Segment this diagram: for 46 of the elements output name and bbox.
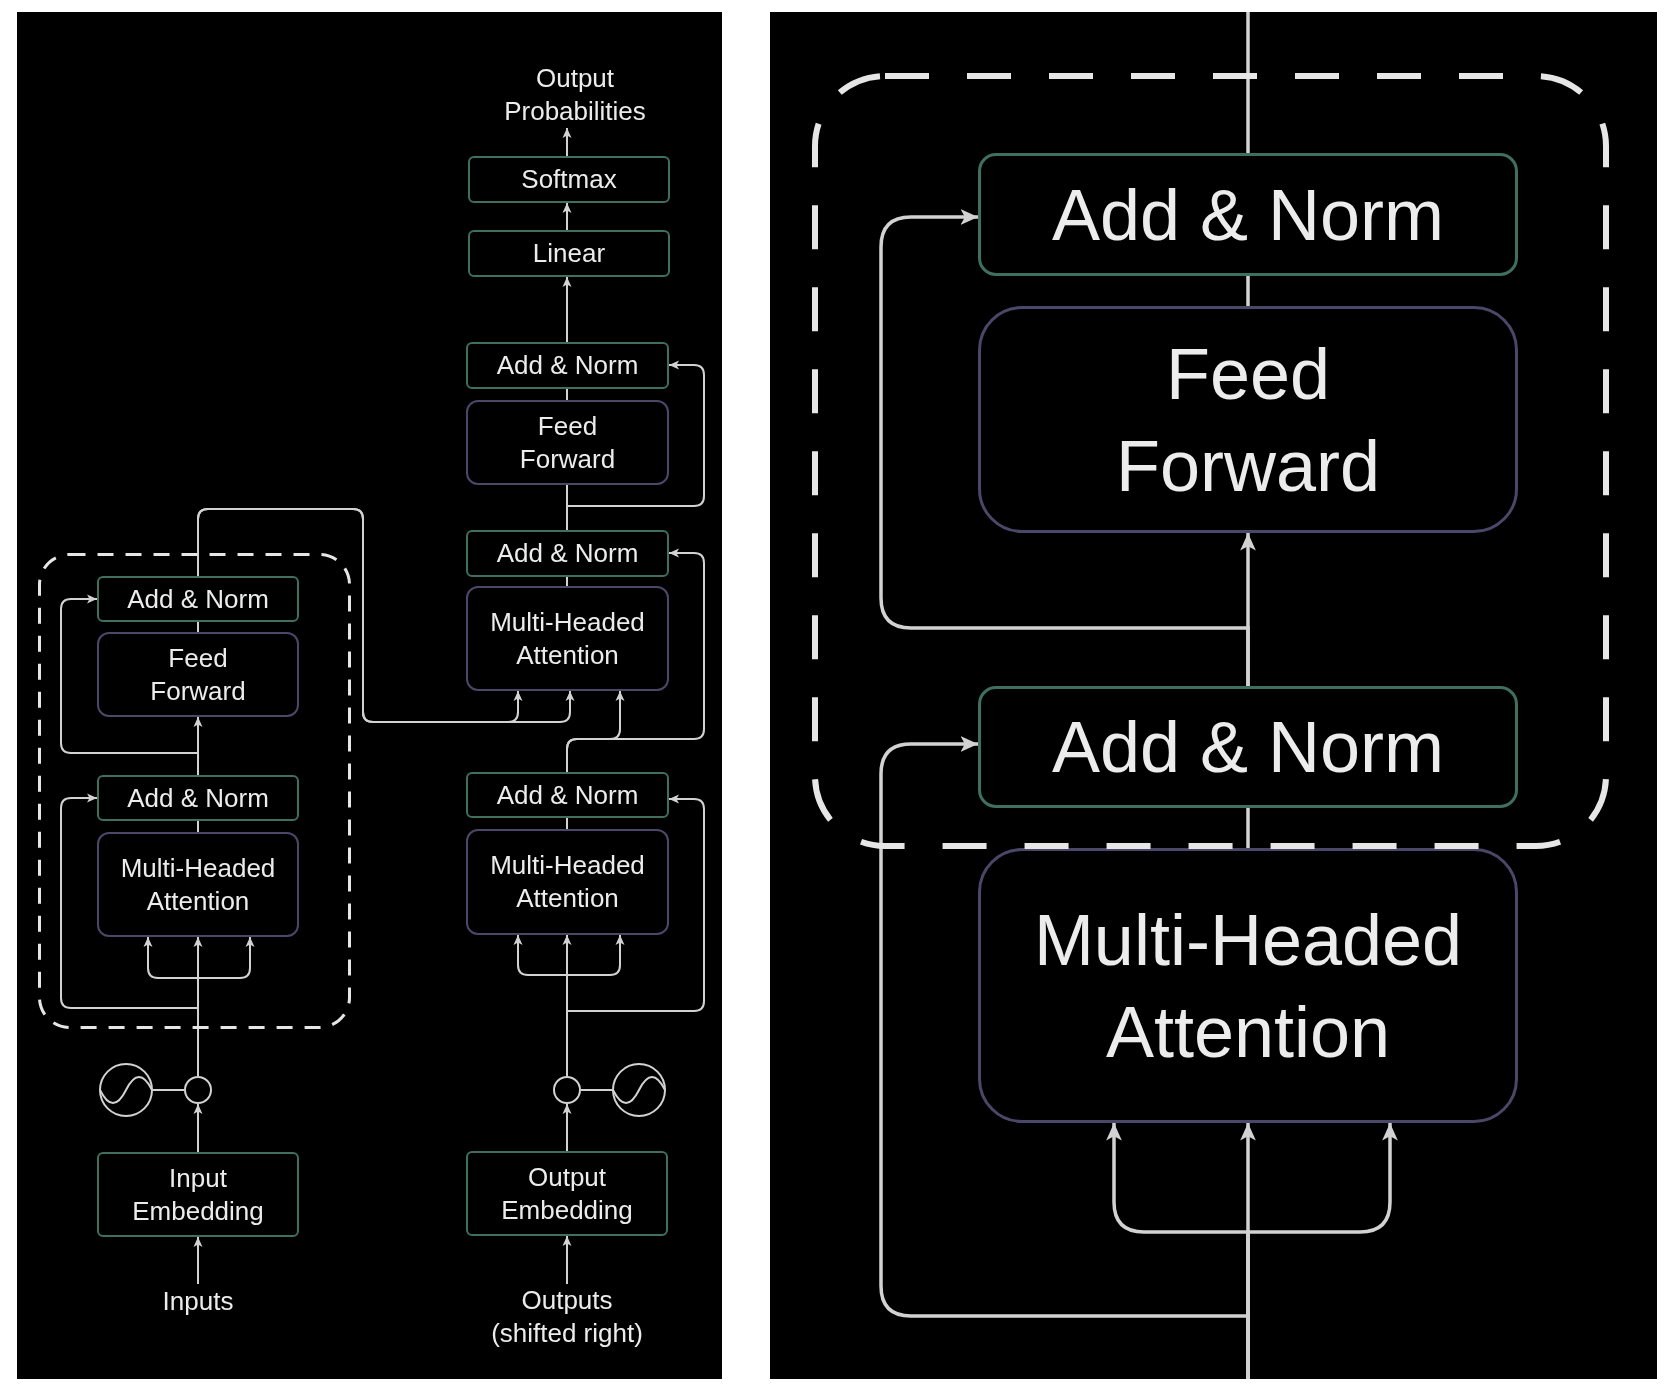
- arrow: [193, 1236, 203, 1285]
- arrow: [193, 1103, 203, 1153]
- connector-line: [580, 1089, 613, 1091]
- layer-box: Add & Norm: [978, 153, 1518, 276]
- layer-box: Feed Forward: [466, 400, 669, 485]
- layer-box: Multi-Headed Attention: [97, 832, 299, 937]
- arrow: [562, 276, 572, 343]
- layer-box: Multi-Headed Attention: [466, 829, 669, 935]
- text-label: Outputs (shifted right): [482, 1284, 652, 1350]
- arrow: [879, 736, 1250, 1379]
- arrow: [562, 1235, 572, 1285]
- dashed-frame: [38, 553, 351, 1029]
- sine-wave-circle: [612, 1063, 666, 1117]
- arrow: [879, 209, 1250, 686]
- layer-box: Add & Norm: [466, 342, 669, 389]
- arrow: [566, 360, 705, 531]
- connector-line: [197, 820, 199, 833]
- connector-line: [1246, 808, 1250, 848]
- connector-line: [197, 621, 199, 633]
- layer-box: Output Embedding: [466, 1151, 668, 1236]
- layer-box: Feed Forward: [978, 306, 1518, 533]
- layer-box: Add & Norm: [97, 576, 299, 622]
- arrow: [562, 1103, 572, 1152]
- connector-line: [566, 817, 568, 830]
- layer-box: Add & Norm: [978, 686, 1518, 808]
- layer-box: Multi-Headed Attention: [978, 848, 1518, 1123]
- dashed-frame: [812, 73, 1609, 849]
- connector-line: [566, 388, 568, 401]
- layer-box: Linear: [468, 230, 670, 277]
- arrow: [60, 594, 199, 776]
- layer-box: Add & Norm: [97, 775, 299, 821]
- layer-box: Add & Norm: [466, 772, 669, 818]
- text-label: Output Probabilities: [495, 62, 655, 128]
- text-label: Inputs: [148, 1284, 248, 1318]
- sine-wave-circle: [99, 1063, 153, 1117]
- connector-line: [566, 576, 568, 587]
- arrow: [562, 202, 572, 231]
- connector-line: [152, 1089, 185, 1091]
- connector-line: [1246, 12, 1250, 153]
- layer-box: Feed Forward: [97, 632, 299, 717]
- layer-box: Input Embedding: [97, 1152, 299, 1237]
- layer-box: Multi-Headed Attention: [466, 586, 669, 691]
- layer-box: Add & Norm: [466, 530, 669, 577]
- arrow: [562, 127, 572, 157]
- layer-box: Softmax: [468, 156, 670, 203]
- connector-line: [1246, 276, 1250, 306]
